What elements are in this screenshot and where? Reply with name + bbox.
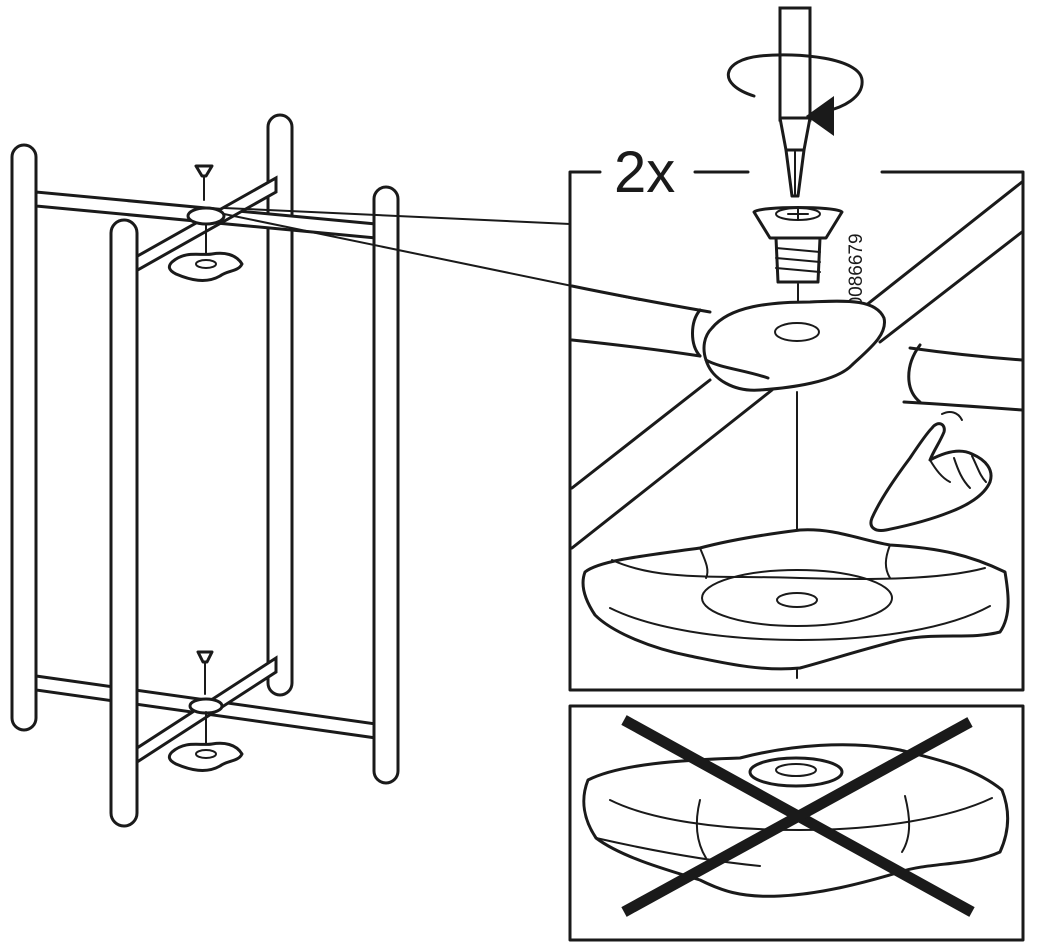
rotate-clockwise-icon xyxy=(726,53,864,136)
foot-glide-icon xyxy=(581,528,1010,671)
article-number: 10086679 xyxy=(846,233,867,318)
table-frame xyxy=(10,113,400,828)
screwdriver-icon xyxy=(778,6,812,198)
screw-icon xyxy=(196,650,214,695)
foot-glide-icon xyxy=(167,741,244,772)
foot-glide-icon xyxy=(167,251,244,282)
detail-panel: 2x 10086679 xyxy=(568,6,1025,692)
cross-out-icon xyxy=(621,715,975,917)
quantity-label: 2x xyxy=(614,140,675,205)
screw-icon xyxy=(194,164,214,201)
wrong-orientation-panel xyxy=(568,704,1025,942)
pointing-hand-icon xyxy=(869,411,993,532)
screw-icon xyxy=(752,206,844,284)
